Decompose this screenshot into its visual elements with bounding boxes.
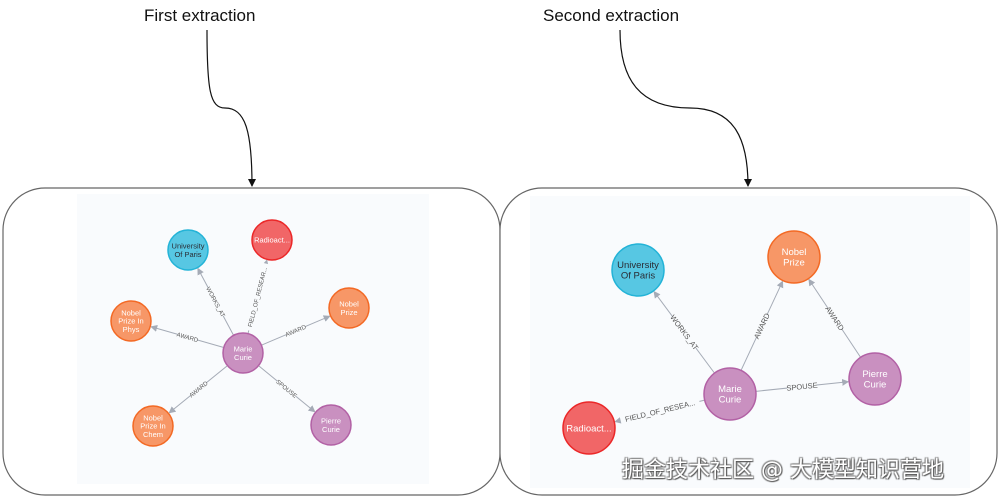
edge-label-background: [205, 285, 228, 318]
node-label: University: [172, 242, 205, 251]
node-label: Prize In: [140, 422, 165, 431]
node-label: Radioact...: [254, 236, 290, 245]
node-label: Pierre: [862, 369, 887, 380]
node-label: Of Paris: [621, 271, 656, 282]
node-label: Curie: [234, 353, 252, 362]
node-label: Nobel: [143, 413, 163, 422]
node-label: Pierre: [321, 417, 341, 426]
node-label: Nobel: [121, 308, 141, 317]
edge-label-background: [284, 322, 307, 338]
second-extraction-caption: Second extraction: [543, 6, 680, 25]
node-label: Curie: [322, 425, 340, 434]
node-circle-person[interactable]: [848, 352, 902, 406]
node-circle-person[interactable]: [310, 404, 352, 446]
node-label: Prize In: [118, 317, 143, 326]
edge-label-background: [751, 312, 771, 340]
node-circle-award[interactable]: [132, 405, 174, 447]
edge-label-background: [275, 377, 299, 399]
node-circle-field[interactable]: [251, 219, 293, 261]
edge-label: AWARD: [176, 332, 199, 344]
node-label: Prize: [340, 308, 357, 317]
node-circle-university[interactable]: [611, 243, 665, 297]
node-label: Chem: [143, 430, 163, 439]
edge-label-background: [176, 329, 199, 344]
first-caption-connector-arrow: [206, 29, 256, 187]
edge-label-background: [244, 262, 270, 332]
node-label: Of Paris: [174, 250, 201, 259]
node-circle-award[interactable]: [328, 287, 370, 329]
node-label: Radioact...: [566, 423, 611, 434]
node-label: Nobel: [782, 247, 807, 258]
edge-label: SPOUSE: [786, 381, 818, 393]
first-extraction-caption: First extraction: [144, 6, 256, 25]
node-radio[interactable]: Radioact...: [562, 401, 616, 455]
node-label: Curie: [719, 395, 742, 406]
node-circle-field[interactable]: [562, 401, 616, 455]
second-caption-connector-arrow: [619, 29, 752, 187]
edge-label-group: SPOUSE: [786, 379, 818, 393]
watermark-text: 掘金技术社区 @ 大模型知识营地: [622, 458, 944, 483]
edge-label-group: AWARD: [176, 329, 199, 344]
node-circle-award[interactable]: [767, 230, 821, 284]
edge-label-background: [824, 304, 847, 332]
node-label: Marie: [234, 345, 253, 354]
node-circle-award[interactable]: [110, 300, 152, 342]
node-circle-person[interactable]: [222, 332, 264, 374]
node-label: Marie: [718, 384, 742, 395]
node-radio[interactable]: Radioact...: [251, 219, 293, 261]
node-circle-university[interactable]: [167, 229, 209, 271]
node-label: University: [617, 260, 659, 271]
edge-label-background: [187, 379, 209, 399]
node-label: Curie: [864, 380, 887, 391]
edge-label-background: [786, 379, 818, 393]
node-circle-person[interactable]: [703, 367, 757, 421]
node-label: Nobel: [339, 300, 359, 309]
node-label: Phys: [123, 325, 140, 334]
node-label: Prize: [783, 258, 805, 269]
edge-label-background: [669, 313, 701, 351]
edge-label-background: [619, 395, 701, 425]
